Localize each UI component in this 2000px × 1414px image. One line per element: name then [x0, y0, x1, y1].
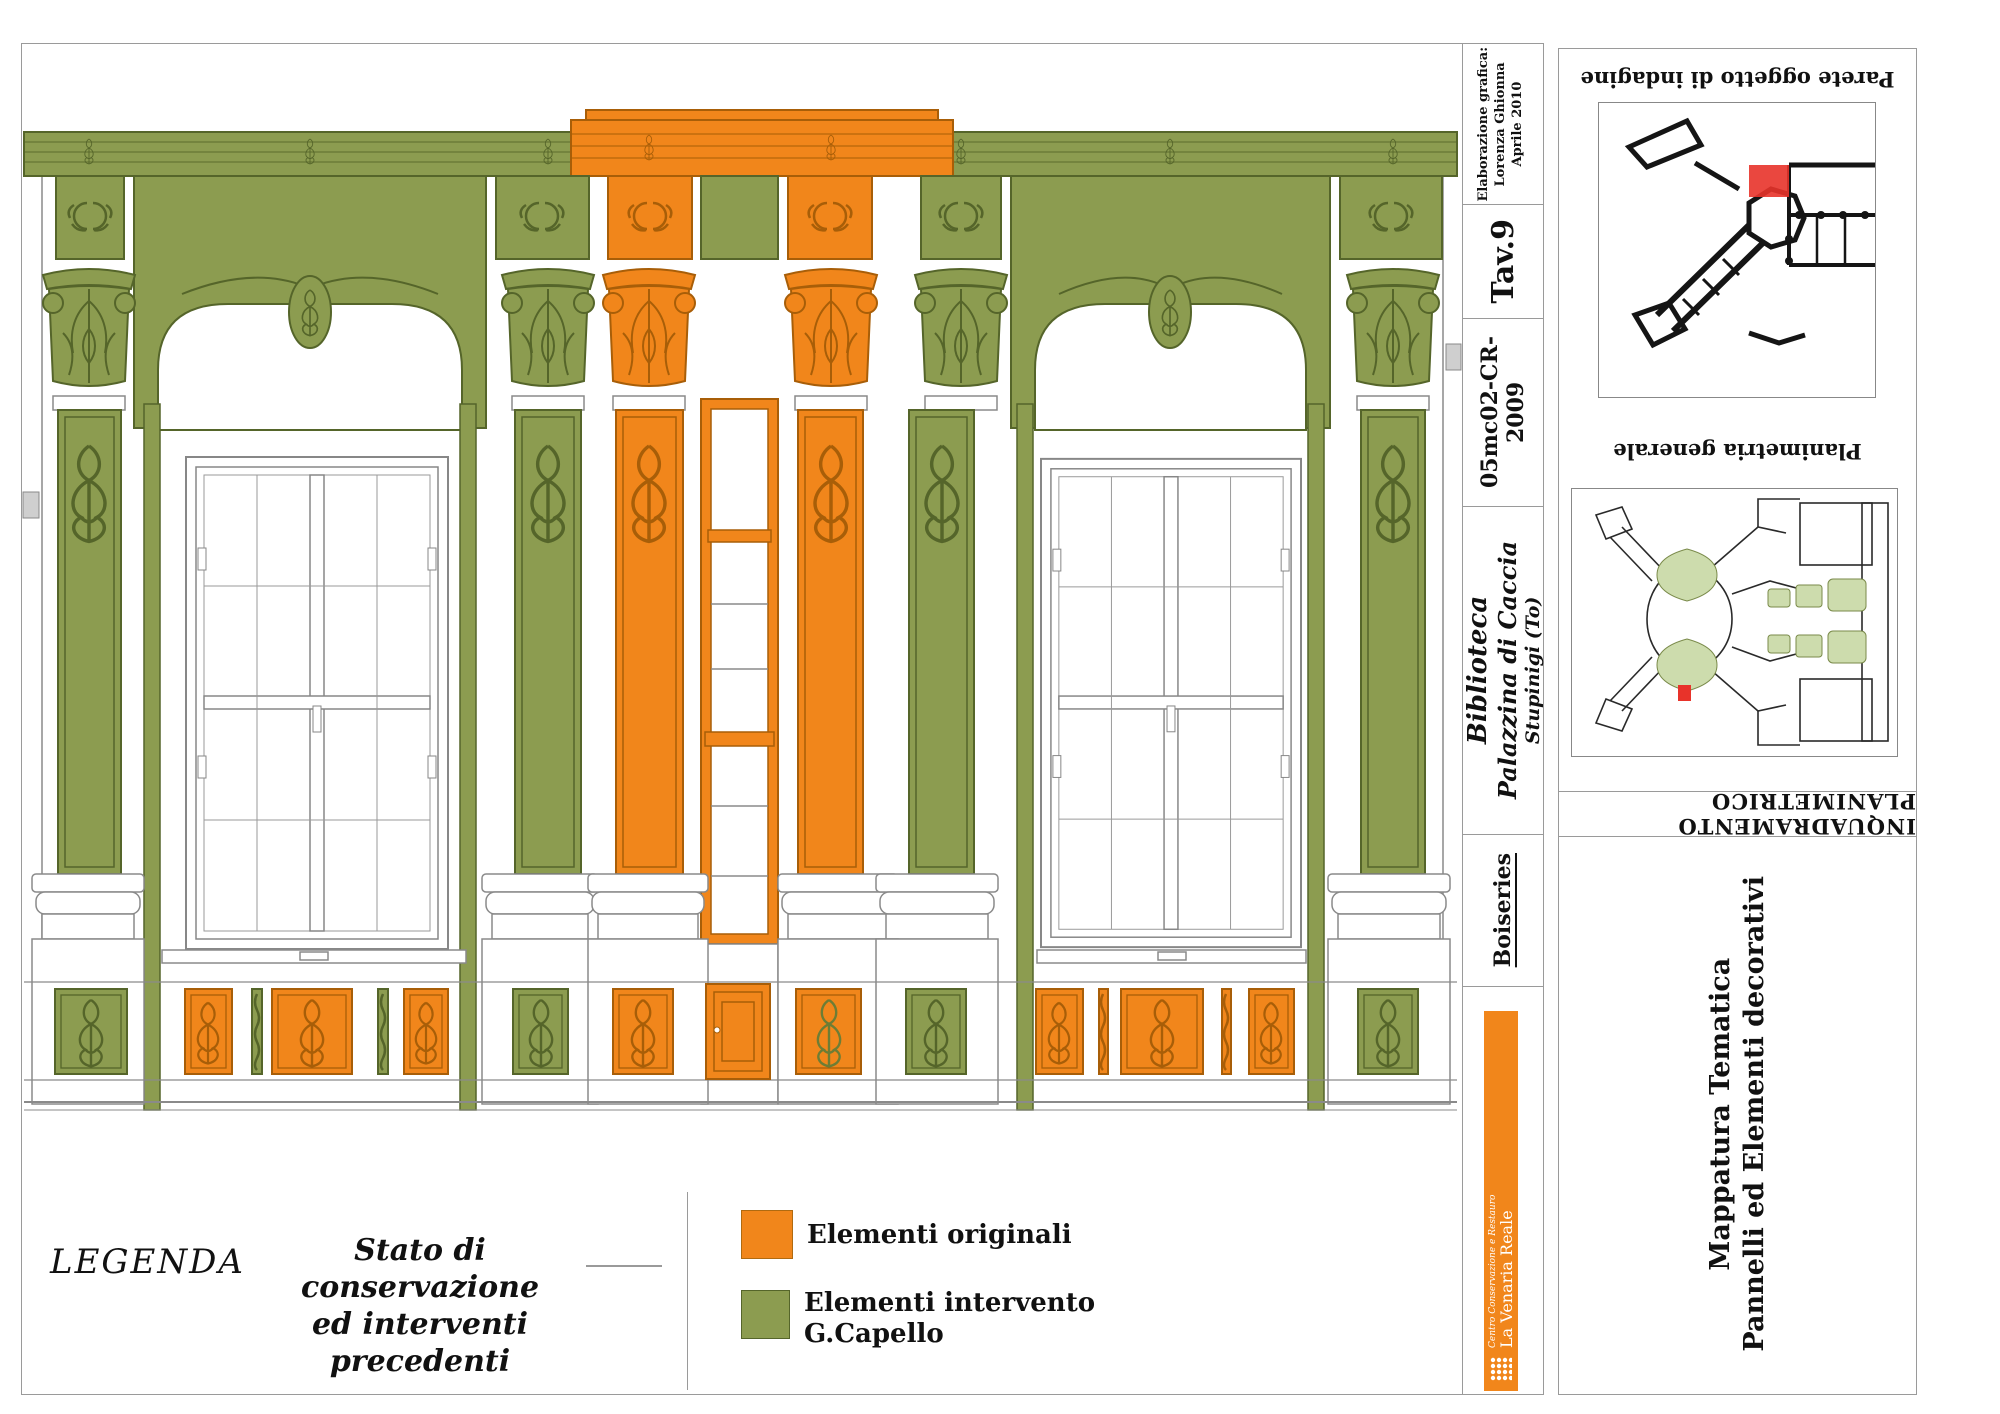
elevation-frame: LEGENDA Stato di conservazione ed interv…	[21, 43, 1464, 1395]
legend-label-original: Elementi originali	[807, 1220, 1072, 1250]
plan-detail	[1624, 117, 1875, 349]
legend-swatch-capello	[741, 1290, 790, 1339]
legend-title: LEGENDA	[50, 1242, 245, 1282]
legend: LEGENDA Stato di conservazione ed interv…	[22, 1144, 1463, 1394]
left-window	[185, 456, 449, 950]
library-location-marker	[1678, 685, 1691, 701]
frieze	[55, 175, 1443, 260]
title-cell-subject: Boiseries	[1463, 835, 1543, 987]
legend-subject: Stato di conservazione ed interventi pre…	[300, 1233, 540, 1379]
pilaster-shafts	[57, 409, 1426, 875]
venaria-dots-icon	[1490, 1357, 1512, 1381]
plan-general-box	[1571, 488, 1898, 757]
window-sills	[161, 949, 1307, 964]
legend-swatch-original	[741, 1210, 793, 1259]
plan-detail-box	[1598, 102, 1876, 398]
title-cell-credits: Elaborazione grafica: Lorenza Ghionna Ap…	[1463, 44, 1543, 205]
legend-label-capello: Elementi intervento G.Capello	[804, 1288, 1096, 1349]
dado-panels	[54, 983, 1419, 1080]
investigated-wall-marker	[1749, 165, 1789, 197]
panel-title-area: Mappatura Tematica Pannelli ed Elementi …	[1559, 849, 1916, 1379]
venaria-logo-bar: Centro Conservazione e Restauro La Venar…	[1484, 1011, 1518, 1391]
inquadramento-band: INQUADRAMENTO PLANIMETRICO	[1559, 789, 1916, 839]
legend-connector	[586, 1265, 662, 1267]
orange-cornice-block	[570, 109, 954, 177]
arch-bays	[133, 175, 1331, 1111]
boiserie-elevation	[22, 109, 1462, 1111]
right-window	[1040, 457, 1302, 949]
central-vitrine	[700, 398, 779, 1105]
title-cell-code: 05mc02-CR-2009	[1463, 319, 1543, 507]
title-block: Elaborazione grafica: Lorenza Ghionna Ap…	[1462, 43, 1544, 1395]
plan-general	[1594, 498, 1889, 746]
legend-divider	[687, 1192, 688, 1390]
title-cell-logo: Centro Conservazione e Restauro La Venar…	[1463, 987, 1543, 1394]
entablature	[23, 109, 1458, 177]
pedestal-zone	[24, 873, 1457, 1111]
venaria-logo: Centro Conservazione e Restauro La Venar…	[1484, 1001, 1518, 1391]
panel-title: Mappatura Tematica Pannelli ed Elementi …	[1704, 876, 1770, 1352]
cabinet-door	[705, 983, 771, 1080]
title-cell-tav: Tav.9	[1463, 205, 1543, 319]
planimetric-panel: Parete oggetto di indagine	[1558, 48, 1917, 1395]
title-cell-location: Biblioteca Palazzina di Caccia Stupinigi…	[1463, 507, 1544, 835]
caption-plan: Planimetria generale	[1613, 439, 1862, 464]
caption-wall: Parete oggetto di indagine	[1580, 67, 1895, 92]
